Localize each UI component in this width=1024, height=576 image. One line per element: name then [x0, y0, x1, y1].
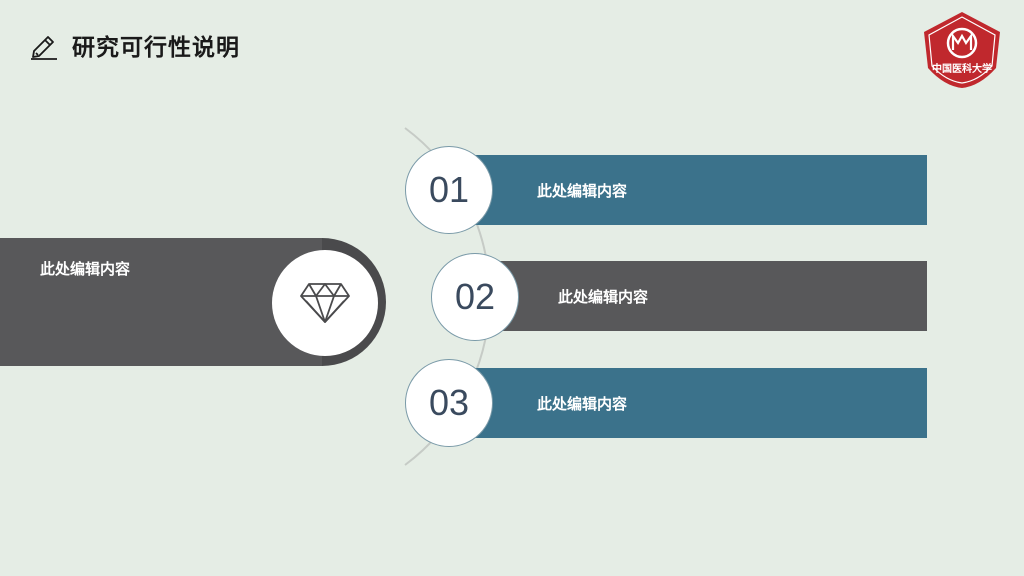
item-label-02: 此处编辑内容 — [558, 287, 649, 306]
item-number-02: 02 — [431, 253, 519, 341]
item-bar-02: 此处编辑内容 — [476, 261, 927, 331]
university-logo: 中国医科大学 — [920, 10, 1004, 90]
item-bar-03: 此处编辑内容 — [450, 368, 927, 438]
left-panel-label: 此处编辑内容 — [40, 260, 131, 278]
logo-text: 中国医科大学 — [932, 62, 992, 75]
item-number-01: 01 — [405, 146, 493, 234]
page-title: 研究可行性说明 — [72, 35, 240, 61]
item-bar-01: 此处编辑内容 — [450, 155, 927, 225]
item-label-01: 此处编辑内容 — [537, 181, 628, 200]
diamond-icon — [300, 283, 350, 323]
diamond-circle — [272, 250, 378, 356]
left-panel-bar — [0, 238, 322, 366]
item-number-03: 03 — [405, 359, 493, 447]
pencil-icon — [31, 36, 57, 60]
university-seal-icon: 中国医科大学 — [924, 12, 1000, 88]
header: 研究可行性说明 — [28, 28, 240, 62]
item-label-03: 此处编辑内容 — [537, 394, 628, 413]
